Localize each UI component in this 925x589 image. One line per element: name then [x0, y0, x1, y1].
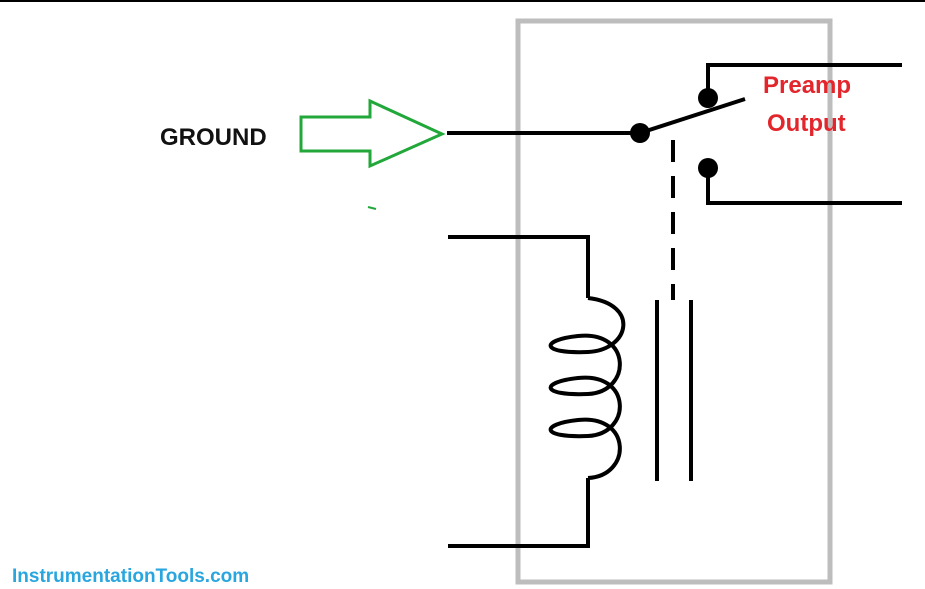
preamp-label-line2: Output [767, 110, 846, 137]
upper-output-wire [706, 63, 902, 98]
ground-label: GROUND [160, 124, 267, 151]
common-terminal [630, 123, 650, 143]
coil-bottom-lead [448, 478, 590, 548]
coil-top-lead [448, 235, 590, 298]
watermark-text: InstrumentationTools.com [12, 566, 249, 587]
preamp-label-line1: Preamp [763, 72, 851, 99]
right-arrow-outline-icon [299, 98, 446, 169]
inductor-coil-icon [548, 296, 626, 480]
arrow-fragment [367, 206, 377, 210]
switch-blade [639, 97, 746, 135]
relay-housing [515, 18, 833, 585]
lower-output-wire [706, 168, 902, 205]
spdt-switch-icon [630, 63, 902, 205]
